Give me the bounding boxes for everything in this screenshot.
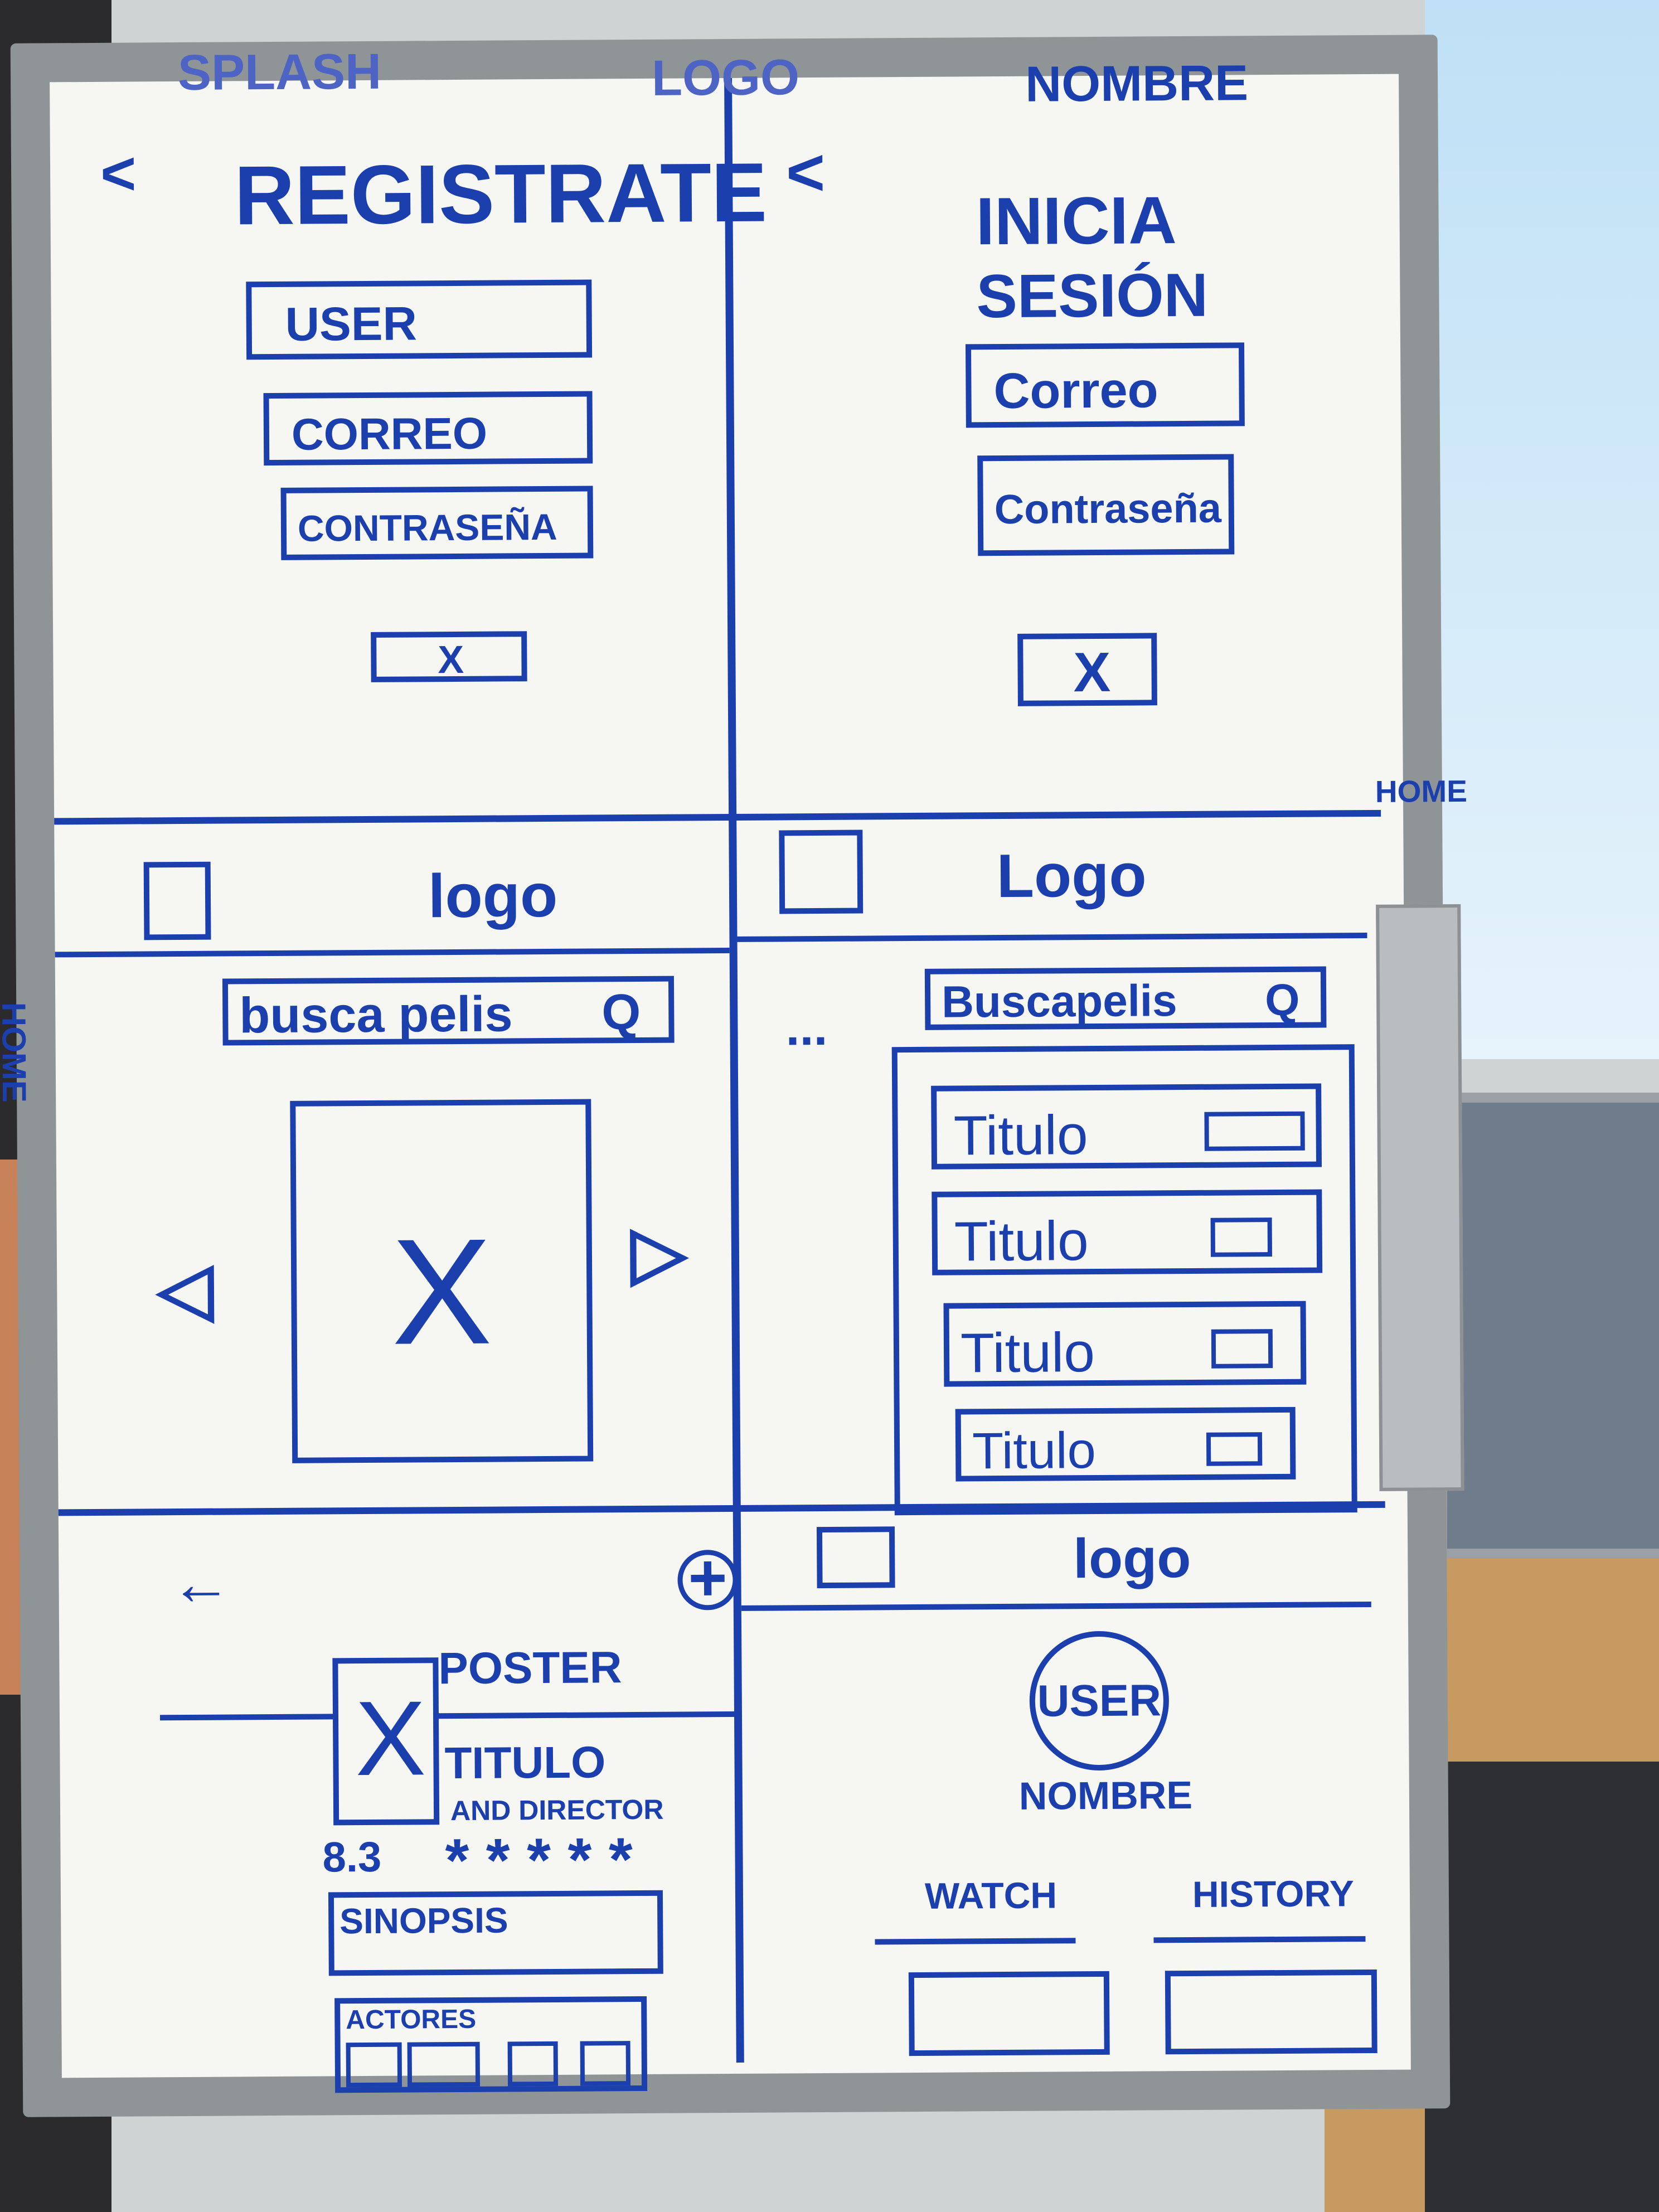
home-carousel-poster-mark: X xyxy=(391,1207,493,1376)
detail-poster-label: POSTER xyxy=(438,1642,622,1694)
register-password-label: CONTRASEÑA xyxy=(297,506,557,549)
detail-synopsis-label: SINOPSIS xyxy=(339,1900,508,1942)
home-carousel-next-icon: ▷ xyxy=(630,1211,687,1293)
detail-poster: X xyxy=(332,1657,440,1826)
profile-history-list xyxy=(1165,1969,1377,2055)
label-nombre: NOMBRE xyxy=(1025,55,1249,113)
home-list-item: Titulo xyxy=(932,1189,1323,1275)
home-carousel-menu-icon xyxy=(143,861,211,940)
detail-title: TITULO xyxy=(444,1737,606,1788)
login-submit-button: X xyxy=(1017,633,1157,706)
profile-watch-list xyxy=(908,1971,1110,2056)
home-carousel-logo: logo xyxy=(428,861,558,931)
home-list-item-title: Titulo xyxy=(972,1422,1096,1480)
detail-stars: * * * * * xyxy=(445,1825,633,1895)
horizontal-divider-top xyxy=(54,809,1381,825)
register-submit-button: X xyxy=(371,631,527,682)
laptop-screen xyxy=(1437,1093,1659,1559)
profile-logo: logo xyxy=(1073,1526,1191,1590)
register-email-field: CORREO xyxy=(263,391,593,466)
login-submit-mark: X xyxy=(1073,641,1111,704)
register-user-label: USER xyxy=(285,297,418,351)
detail-subtitle: AND DIRECTOR xyxy=(450,1793,664,1827)
home-carousel-search: busca pelis Q xyxy=(222,976,675,1046)
home-list-item-title: Titulo xyxy=(960,1321,1095,1385)
home-list-item-title: Titulo xyxy=(954,1210,1089,1273)
actor-thumbnail xyxy=(407,2041,481,2087)
home-list-item-options-icon xyxy=(1210,1217,1272,1257)
profile-history-underline xyxy=(1153,1936,1366,1943)
home-list-logo: Logo xyxy=(996,841,1147,911)
label-home-right: HOME xyxy=(1375,773,1468,809)
detail-actors: ACTORES xyxy=(334,1996,648,2093)
profile-header-line xyxy=(741,1601,1371,1611)
detail-actors-label: ACTORES xyxy=(346,2004,477,2035)
board-clip xyxy=(1376,904,1464,1491)
login-password-label: Contraseña xyxy=(994,484,1222,533)
vertical-divider xyxy=(724,77,744,2063)
home-list-panel: Titulo Titulo Titulo Titulo xyxy=(891,1044,1357,1516)
home-list-item-title: Titulo xyxy=(953,1104,1088,1167)
laptop-keyboard xyxy=(1425,1762,1659,2212)
detail-rating: 8.3 xyxy=(322,1833,382,1881)
label-home-left: HOME xyxy=(0,1002,33,1103)
home-list-header-line xyxy=(737,933,1367,942)
detail-back-icon: ← xyxy=(170,1549,232,1618)
home-list-item: Titulo xyxy=(931,1083,1322,1170)
register-password-field: CONTRASEÑA xyxy=(280,486,594,560)
home-list-search: Buscapelis Q xyxy=(924,966,1327,1030)
home-carousel-search-icon: Q xyxy=(601,984,641,1041)
home-list-ellipsis: ... xyxy=(785,1000,828,1056)
actor-thumbnail xyxy=(346,2042,402,2088)
login-back-icon: < xyxy=(785,134,826,210)
detail-add-icon: + xyxy=(677,1540,738,1615)
home-list-menu-icon xyxy=(779,830,864,914)
home-carousel-poster: X xyxy=(290,1099,594,1463)
window xyxy=(1425,0,1659,1059)
home-list-item: Titulo xyxy=(955,1406,1296,1482)
profile-tab-watch: WATCH xyxy=(924,1874,1058,1917)
home-list-search-text: Buscapelis xyxy=(941,976,1177,1027)
home-list-item-options-icon xyxy=(1204,1111,1305,1151)
profile-watch-underline xyxy=(875,1938,1076,1945)
detail-poster-mark: X xyxy=(355,1679,426,1798)
login-title-line2: SESIÓN xyxy=(976,260,1209,331)
label-logo: LOGO xyxy=(651,50,800,106)
login-title-line1: INICIA xyxy=(976,183,1177,259)
detail-divider-line xyxy=(159,1711,740,1721)
login-email-field: Correo xyxy=(965,342,1245,428)
home-list-item-options-icon xyxy=(1206,1432,1263,1466)
home-carousel-prev-icon: ◁ xyxy=(157,1247,214,1330)
label-splash: SPLASH xyxy=(177,43,382,101)
login-password-field: Contraseña xyxy=(977,454,1235,556)
home-carousel-header-line xyxy=(55,948,730,958)
login-email-label: Correo xyxy=(993,362,1158,420)
register-email-label: CORREO xyxy=(291,408,488,459)
register-submit-mark: X xyxy=(438,637,464,682)
actor-thumbnail xyxy=(580,2041,631,2086)
register-back-icon: < xyxy=(100,139,137,208)
register-user-field: USER xyxy=(246,279,593,360)
profile-name: NOMBRE xyxy=(1018,1773,1193,1818)
home-list-item: Titulo xyxy=(943,1301,1307,1387)
home-list-item-options-icon xyxy=(1211,1329,1273,1369)
actor-thumbnail xyxy=(507,2041,559,2087)
home-list-search-icon: Q xyxy=(1264,974,1300,1025)
detail-synopsis: SINOPSIS xyxy=(328,1890,663,1976)
home-carousel-search-text: busca pelis xyxy=(239,986,513,1044)
profile-menu-icon xyxy=(816,1526,895,1589)
register-title: REGISTRATE xyxy=(234,145,768,242)
profile-avatar: USER xyxy=(1029,1631,1170,1771)
profile-tab-history: HISTORY xyxy=(1192,1873,1354,1915)
whiteboard-surface: SPLASH LOGO NOMBRE HOME HOME < REGISTRAT… xyxy=(0,44,1467,2093)
whiteboard: SPLASH LOGO NOMBRE HOME HOME < REGISTRAT… xyxy=(0,35,1467,2117)
